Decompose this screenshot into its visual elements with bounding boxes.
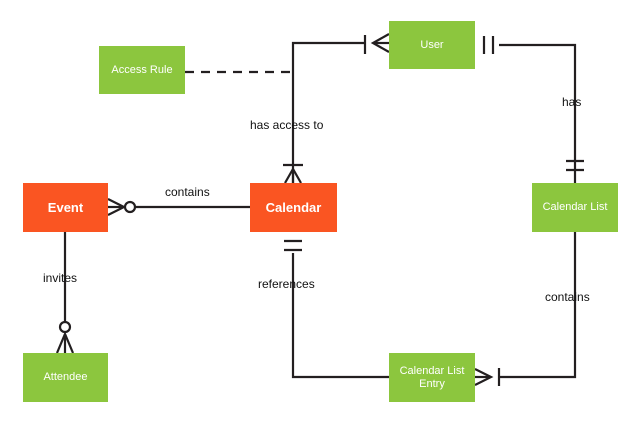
relationship-label-references: references xyxy=(258,277,315,291)
entity-event[interactable]: Event xyxy=(23,183,108,232)
connector-user-has-calendar-list[interactable] xyxy=(499,43,577,183)
cardinality-zero-or-many-attendee xyxy=(55,320,75,354)
entity-calendar-list[interactable]: Calendar List xyxy=(532,183,618,232)
cardinality-one-or-many-calendar-list-entry xyxy=(474,368,501,386)
entity-attendee[interactable]: Attendee xyxy=(23,353,108,402)
connector-calendar-references-entry[interactable] xyxy=(291,253,389,379)
relationship-label-has: has xyxy=(562,95,582,109)
entity-access-rule[interactable]: Access Rule xyxy=(99,46,185,94)
cardinality-zero-or-many-event xyxy=(107,198,137,216)
entity-label: Attendee xyxy=(43,371,88,383)
relationship-label-invites: invites xyxy=(43,271,78,285)
connector-calendar-has-access-to-user[interactable] xyxy=(291,41,365,183)
entity-user[interactable]: User xyxy=(389,21,475,69)
connector-calendar-list-contains-entry[interactable] xyxy=(499,232,577,379)
cardinality-one-to-many-user xyxy=(363,33,390,54)
entity-label: Access Rule xyxy=(111,63,173,76)
relationship-label-contains-event-calendar: contains xyxy=(165,185,210,199)
relationship-label-contains-list-entry: contains xyxy=(545,290,590,304)
cardinality-exactly-one-calendar-list xyxy=(566,159,584,172)
entity-label: Calendar List Entry xyxy=(399,364,465,390)
cardinality-one-or-many-calendar xyxy=(283,163,303,184)
entity-calendar-list-entry[interactable]: Calendar List Entry xyxy=(389,353,475,402)
entity-label: User xyxy=(420,38,444,51)
entity-label: Event xyxy=(47,200,84,215)
entity-label: Calendar List xyxy=(542,201,608,213)
cardinality-exactly-one-user xyxy=(482,36,495,54)
entity-calendar[interactable]: Calendar xyxy=(250,183,337,232)
relationship-label-has-access-to: has access to xyxy=(250,118,324,132)
cardinality-exactly-one-calendar xyxy=(284,239,302,252)
entity-label: Calendar xyxy=(265,200,322,215)
